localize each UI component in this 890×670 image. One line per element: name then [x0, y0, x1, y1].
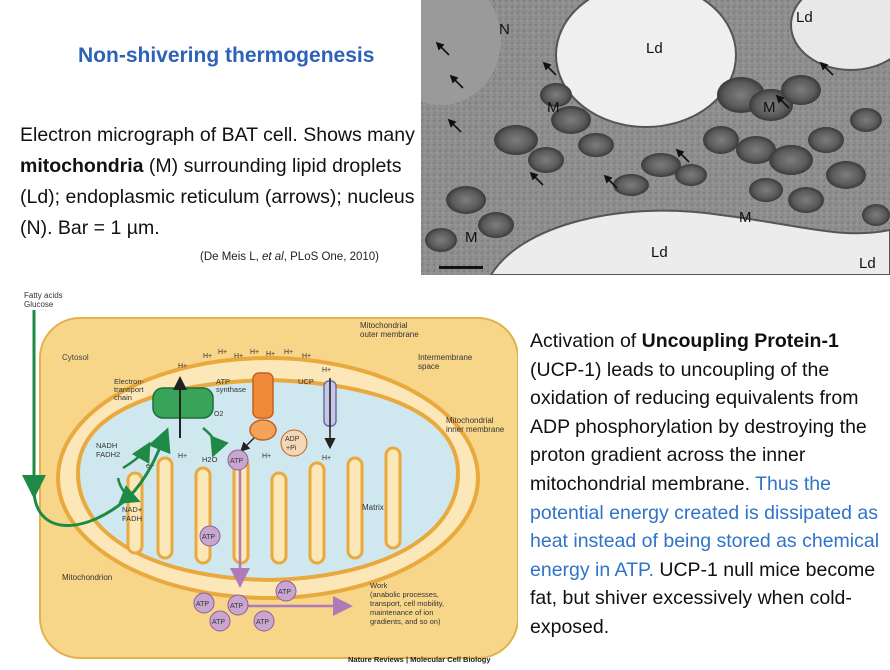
h-plus-4: H+	[250, 349, 259, 356]
cristae	[126, 446, 402, 565]
ucp-paragraph: Activation of Uncoupling Protein-1 (UCP-…	[530, 327, 882, 642]
matrix-label: Matrix	[362, 503, 384, 512]
label-ld-center: Ld	[646, 40, 663, 57]
scale-bar	[439, 266, 483, 269]
work-label-5: gradients, and so on)	[370, 617, 441, 626]
atp-synthase-label-1: ATP	[216, 377, 230, 386]
cytosol-label: Cytosol	[62, 353, 89, 362]
h-plus-3: H+	[234, 353, 243, 360]
description-text-1: Electron micrograph of BAT cell. Shows m…	[20, 124, 415, 146]
atp-molecules	[193, 449, 297, 632]
citation-italic: et al	[262, 251, 284, 263]
atp-synthase	[252, 372, 274, 419]
mitochondrion-diagram: Fatty acids Glucose Cytosol	[22, 291, 518, 664]
fadh2-label: FADH2	[96, 450, 120, 459]
adp-molecule	[280, 429, 308, 457]
inner-membrane-label-2: inner membrane	[446, 425, 505, 434]
nature-credit: Nature Reviews | Molecular Cell Biology	[348, 655, 491, 664]
atp-label-5: ATP	[212, 619, 225, 626]
nadh-label: NADH	[96, 441, 117, 450]
atp-label-center: ATP	[230, 458, 243, 465]
para-highlight: Thus the potential energy created is dis…	[530, 472, 880, 581]
h-plus-6: H+	[284, 349, 293, 356]
description-bold: mitochondria	[20, 155, 144, 177]
lipid-droplet-center	[555, 0, 737, 128]
citation-pre: (De Meis L,	[200, 251, 262, 263]
work-label-1: Work	[370, 581, 388, 590]
fatty-acids-label: Fatty acids	[24, 291, 63, 300]
h-plus-7: H+	[302, 353, 311, 360]
etc-label-3: chain	[114, 393, 132, 402]
adp-label: ADP	[285, 436, 300, 443]
nad-label: NAD+	[122, 505, 143, 514]
label-ld-topright: Ld	[796, 9, 813, 26]
mitochondrion-label: Mitochondrion	[62, 573, 112, 582]
label-n: N	[499, 21, 510, 38]
h-plus-5: H+	[266, 351, 275, 358]
electron-micrograph: N Ld Ld Ld Ld M M M M	[421, 0, 890, 275]
citation-post: , PLoS One, 2010)	[283, 251, 380, 263]
glucose-label: Glucose	[24, 300, 54, 309]
outer-membrane-label-2: outer membrane	[360, 330, 419, 339]
label-m-1: M	[547, 99, 560, 116]
etc-label-2: transport	[114, 385, 145, 394]
h-plus-8: H+	[178, 363, 187, 370]
work-label-4: maintenance of ion	[370, 608, 433, 617]
description-text-2: (M) surrounding lipid droplets (Ld); end…	[20, 155, 415, 239]
o2-label: O2	[214, 411, 223, 418]
h-plus-2: H+	[218, 349, 227, 356]
pi-label: +Pi	[286, 445, 297, 452]
work-label-2: (anabolic processes,	[370, 590, 439, 599]
atp-label-6: ATP	[256, 619, 269, 626]
h-plus-12: H+	[322, 455, 331, 462]
label-m-3: M	[739, 209, 752, 226]
intermembrane-label-1: Intermembrane	[418, 353, 473, 362]
outer-membrane-label-1: Mitochondrial	[360, 321, 408, 330]
er-arrows	[435, 41, 834, 189]
micrograph-description: Electron micrograph of BAT cell. Shows m…	[20, 120, 415, 244]
lipid-droplet-bottom	[489, 209, 890, 275]
e-minus-label: e−	[146, 463, 154, 470]
h-plus-1: H+	[203, 353, 212, 360]
h-plus-10: H+	[178, 453, 187, 460]
etc-label-1: Electron-	[114, 377, 145, 386]
h-plus-9: H+	[322, 367, 331, 374]
label-ld-bottomright: Ld	[859, 255, 876, 272]
inner-membrane-label-1: Mitochondrial	[446, 416, 494, 425]
h2o-label: H2O	[202, 455, 218, 464]
atp-synthase-label-2: synthase	[216, 385, 246, 394]
nucleus	[421, 0, 501, 105]
label-m-2: M	[763, 99, 776, 116]
fadh-label: FADH	[122, 514, 142, 523]
work-label-3: transport, cell mobility,	[370, 599, 444, 608]
ucp-label: UCP	[298, 377, 314, 386]
para-text-1: Activation of	[530, 330, 642, 352]
label-m-4: M	[465, 229, 478, 246]
atp-label-1: ATP	[202, 534, 215, 541]
citation: (De Meis L, et al, PLoS One, 2010)	[200, 251, 379, 263]
intermembrane-label-2: space	[418, 362, 440, 371]
h-plus-11: H+	[262, 453, 271, 460]
mitochondria-cluster	[425, 75, 890, 252]
lipid-droplet-topright	[790, 0, 890, 71]
slide-title: Non-shivering thermogenesis	[78, 44, 375, 67]
label-ld-bottom: Ld	[651, 244, 668, 261]
para-text-3: UCP-1 null mice become fat, but shiver e…	[530, 558, 876, 638]
atp-synthase-head	[249, 419, 277, 441]
atp-label-3: ATP	[196, 601, 209, 608]
para-text-2: (UCP-1) leads to uncoupling of the oxida…	[530, 358, 867, 495]
atp-label-2: ATP	[278, 589, 291, 596]
para-bold: Uncoupling Protein-1	[641, 330, 839, 352]
electron-transport-chain	[152, 387, 214, 419]
atp-label-4: ATP	[230, 603, 243, 610]
